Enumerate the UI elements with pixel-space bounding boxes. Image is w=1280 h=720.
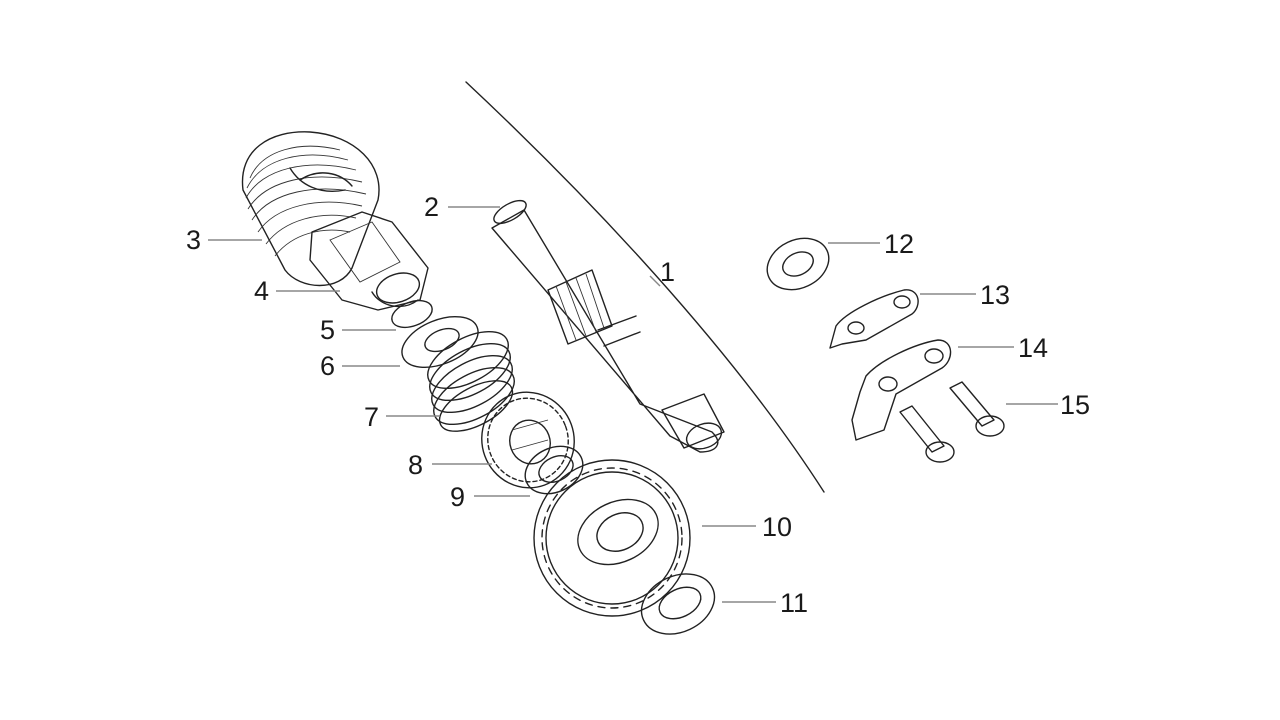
- separator-line: [465, 81, 825, 493]
- part-9-thrust-washer: [524, 445, 584, 495]
- callout-3: 3: [186, 225, 201, 255]
- callout-13: 13: [980, 280, 1010, 310]
- callout-4: 4: [254, 276, 269, 306]
- callout-7: 7: [364, 402, 379, 432]
- part-14-bracket: [851, 339, 952, 441]
- part-3-drum: [241, 131, 380, 287]
- part-4-spline-hub: [309, 211, 429, 311]
- part-8-ratchet: [481, 391, 575, 489]
- part-12-seal: [766, 237, 830, 291]
- leader-1: [649, 275, 661, 287]
- part-15-bolts: [899, 381, 1005, 463]
- callout-9: 9: [450, 482, 465, 512]
- part-2-shaft-end: [493, 199, 527, 225]
- part-1-shaft: [491, 209, 725, 453]
- part-13-plate: [829, 289, 919, 349]
- callout-11: 11: [780, 588, 808, 618]
- callout-15: 15: [1060, 390, 1090, 420]
- callout-14: 14: [1018, 333, 1048, 363]
- part-11-washer: [640, 573, 716, 635]
- part-7-spring: [427, 330, 515, 432]
- callout-1: 1: [660, 257, 675, 287]
- callout-12: 12: [884, 229, 914, 259]
- callout-2: 2: [424, 192, 439, 222]
- callout-10: 10: [762, 512, 792, 542]
- part-5-circlip: [391, 299, 433, 329]
- callout-5: 5: [320, 315, 335, 345]
- part-6-washer: [401, 315, 479, 369]
- part-10-gear: [533, 459, 691, 617]
- callout-8: 8: [408, 450, 423, 480]
- callout-6: 6: [320, 351, 335, 381]
